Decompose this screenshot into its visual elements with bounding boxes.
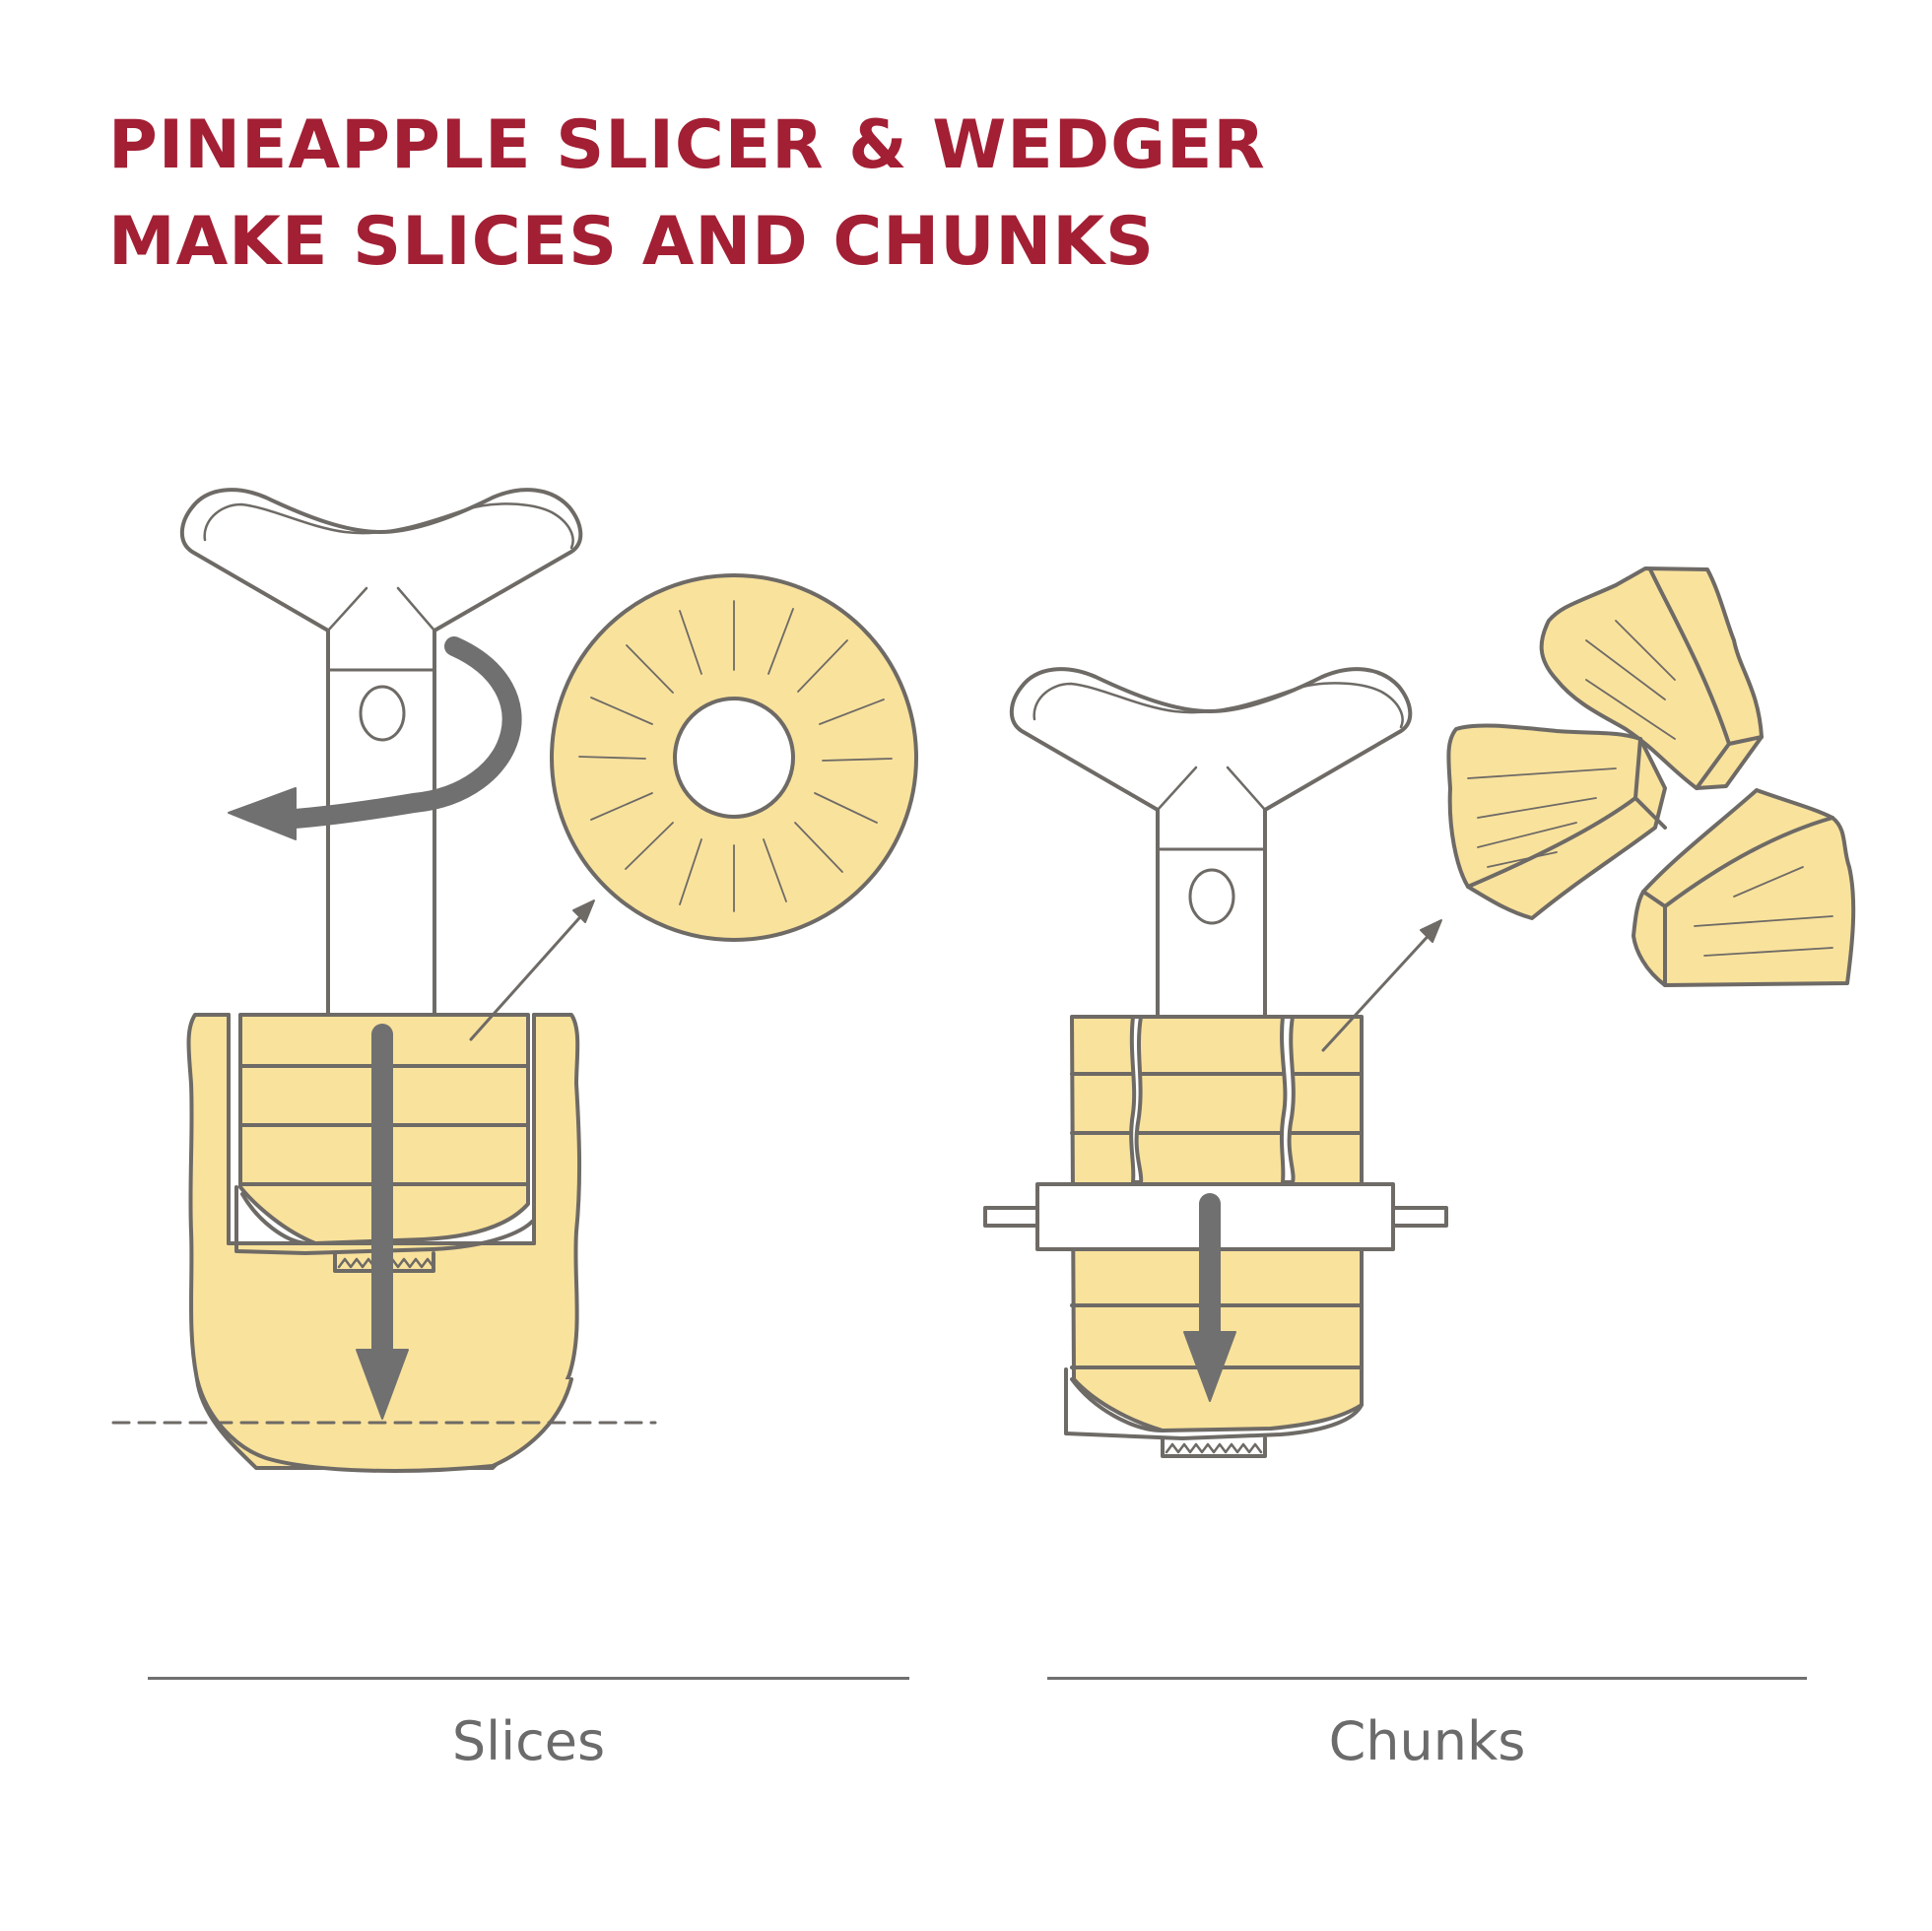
pineapple-chunk-icon xyxy=(1632,788,1856,987)
pineapple-chunk-icon xyxy=(1539,566,1764,790)
chunks-label: Chunks xyxy=(1328,1710,1526,1772)
slices-label: Slices xyxy=(451,1710,606,1772)
slices-diagram xyxy=(111,488,918,1473)
slices-divider xyxy=(148,1677,909,1680)
pineapple-ring-icon xyxy=(550,573,918,942)
pineapple-chunk-icon xyxy=(1446,723,1667,920)
chunks-divider xyxy=(1047,1677,1807,1680)
chunks-diagram xyxy=(983,566,1856,1458)
title-line-1: PINEAPPLE SLICER & WEDGER xyxy=(108,106,1266,184)
rotate-arrow-icon xyxy=(271,636,522,830)
title-line-2: MAKE SLICES AND CHUNKS xyxy=(108,203,1155,281)
slicer-tool-left xyxy=(179,488,583,1017)
slicer-tool-right xyxy=(1009,667,1413,1019)
